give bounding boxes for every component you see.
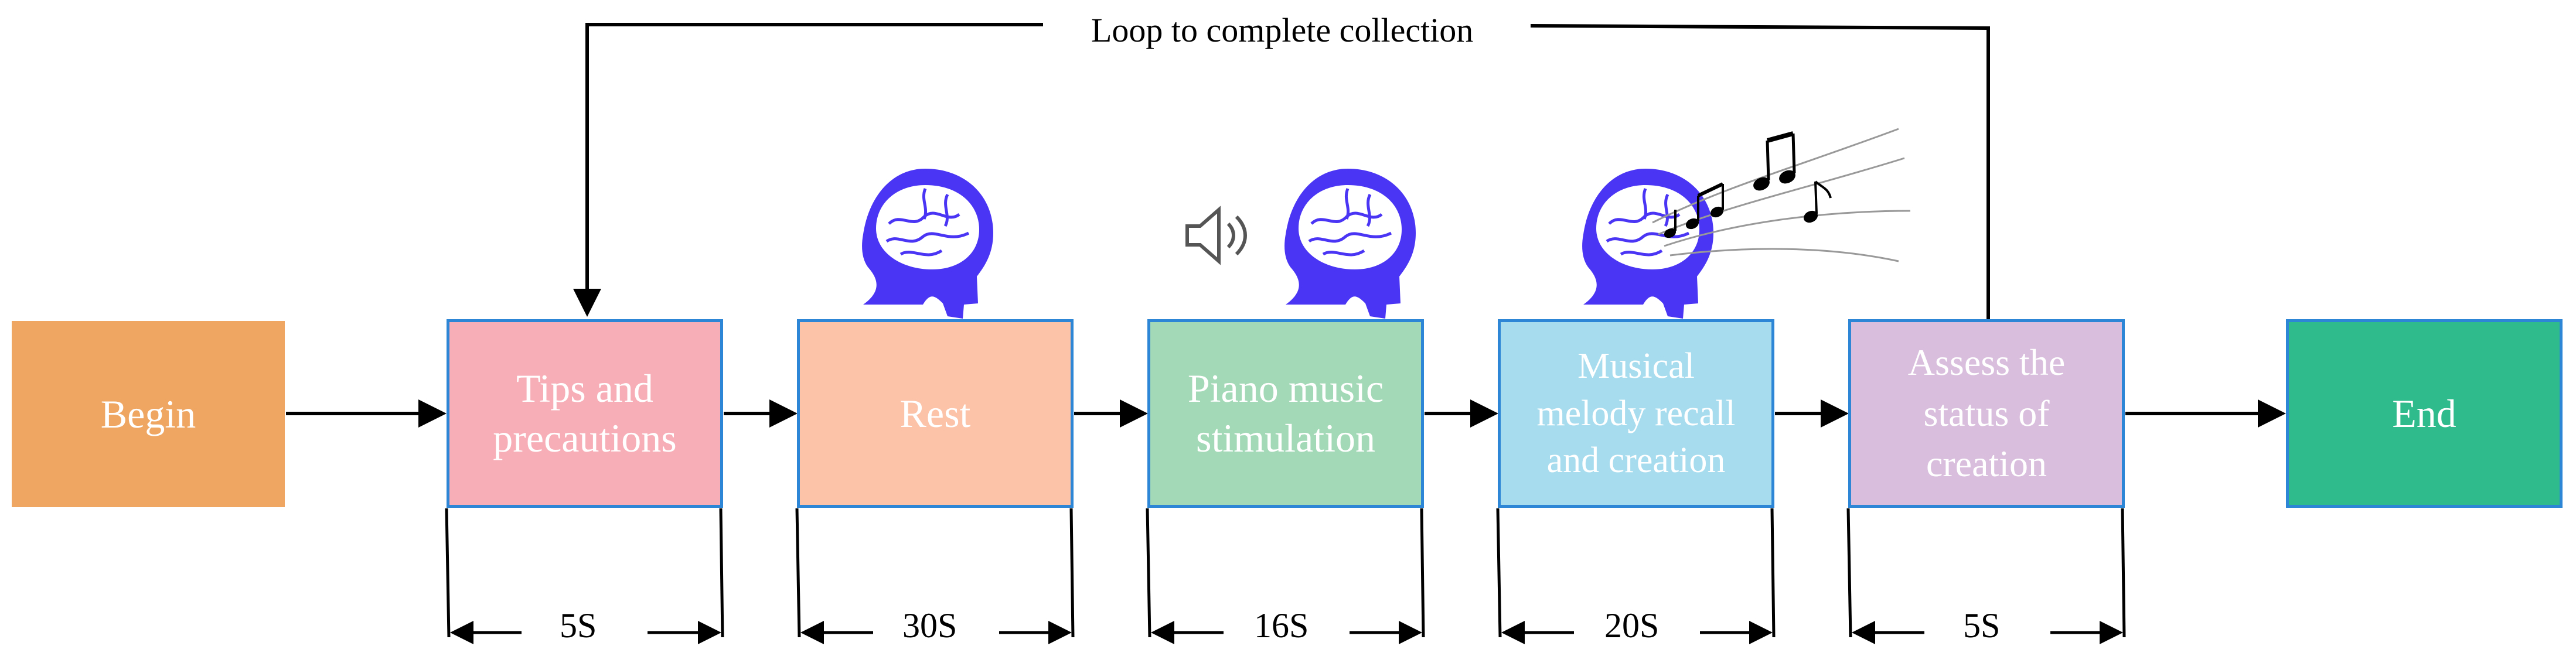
duration-bracket-1 <box>445 508 724 644</box>
speaker-icon <box>1185 206 1247 265</box>
end-box: End <box>2286 319 2563 508</box>
brain-head-icon-piano <box>1284 169 1416 319</box>
music-notes-icon <box>1652 128 1911 262</box>
loop-label: Loop to complete collection <box>1091 11 1474 49</box>
duration-bracket-4 <box>1496 508 1776 644</box>
duration-label: 30S <box>902 606 958 645</box>
end-label: End <box>2392 391 2456 436</box>
duration-label: 5S <box>1963 606 2001 645</box>
stage-label-line: Rest <box>899 391 971 436</box>
duration-bracket-5 <box>1846 508 2126 644</box>
stage-label-line: Piano music <box>1187 366 1384 411</box>
stage-box-piano: Piano music stimulation <box>1147 319 1424 508</box>
loop-line <box>573 23 1043 317</box>
stage-box-musical: Musical melody recall and creation <box>1498 319 1774 508</box>
stage-label-line: melody recall <box>1536 393 1736 433</box>
stage-label-line: creation <box>1926 443 2047 485</box>
stage-label-line: Musical <box>1577 346 1695 387</box>
stage-label-line: stimulation <box>1195 416 1375 460</box>
stage-label-line: precautions <box>493 416 677 460</box>
stage-box-tips: Tips and precautions <box>447 319 723 508</box>
brain-head-icon <box>862 169 993 319</box>
duration-label: 20S <box>1604 606 1660 645</box>
begin-box: Begin <box>12 321 285 507</box>
duration-bracket-3 <box>1146 508 1425 644</box>
stage-label-line: Tips and <box>516 366 653 411</box>
brain-head-icon-musical <box>1582 169 1713 319</box>
stage-label-line: status of <box>1923 392 2050 434</box>
stage-box-assess: Assess the status of creation <box>1848 319 2125 508</box>
duration-label: 16S <box>1254 606 1309 645</box>
begin-label: Begin <box>100 391 196 436</box>
loop-line-right <box>1530 24 1990 319</box>
stage-label-line: and creation <box>1546 440 1726 481</box>
duration-label: 5S <box>560 606 597 645</box>
stage-label-line: Assess the <box>1907 341 2066 384</box>
stage-box-rest: Rest <box>797 319 1074 508</box>
duration-bracket-2 <box>795 508 1075 644</box>
